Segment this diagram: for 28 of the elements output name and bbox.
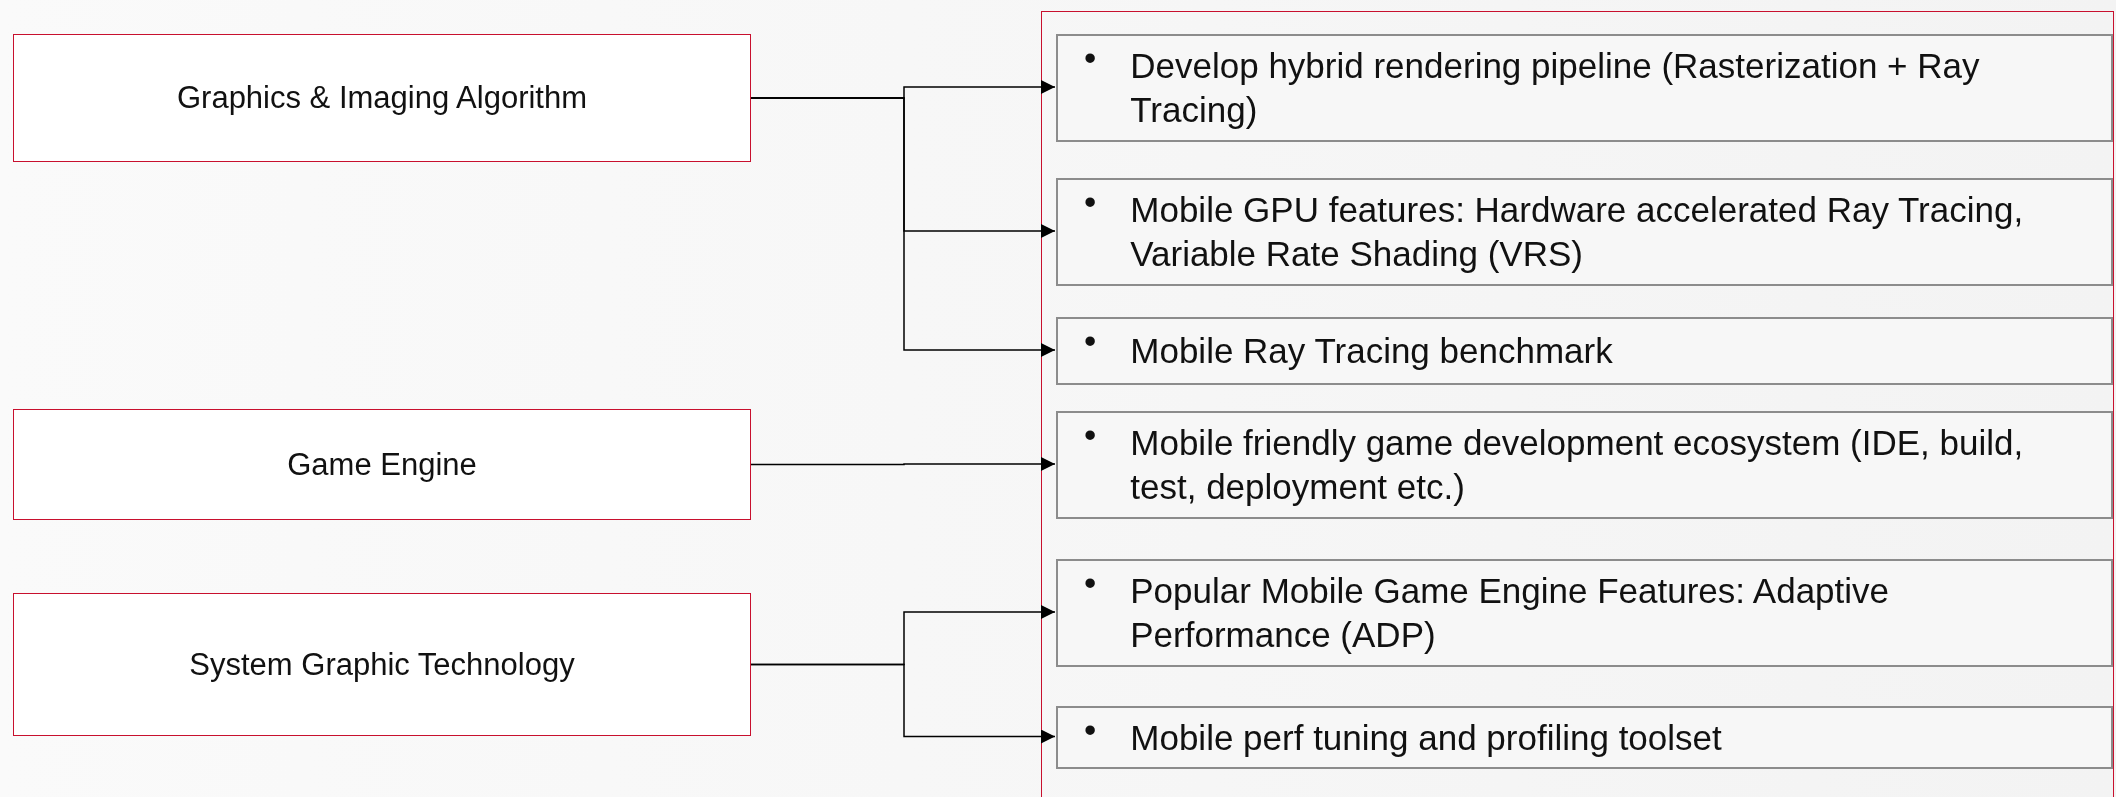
feature-text: Popular Mobile Game Engine Features: Adaptive Performance (ADP) <box>1130 570 1891 656</box>
bullet-mark: • <box>1084 414 1097 456</box>
connector-arrow <box>750 457 1056 471</box>
topic-box <box>13 34 751 162</box>
connector-arrow <box>750 97 1056 357</box>
topic-box <box>13 409 751 520</box>
feature-text: Mobile perf tuning and profiling toolset <box>1130 716 1722 759</box>
topic-box <box>13 593 751 736</box>
feature-text: Mobile Ray Tracing benchmark <box>1130 330 1613 372</box>
bullet-mark: • <box>1084 320 1097 362</box>
feature-box <box>1056 317 2113 385</box>
feature-text: Mobile friendly game development ecosystem (IDE, build, test, deployment etc.) <box>1130 422 2025 508</box>
bullet-mark: • <box>1084 181 1097 223</box>
feature-box <box>1056 34 2113 142</box>
topic-label: Graphics & Imaging Algorithm <box>176 80 588 116</box>
connector-arrow <box>750 663 1056 744</box>
feature-text: Develop hybrid rendering pipeline (Rasterization + Ray Tracing) <box>1130 45 1981 131</box>
bullet-mark: • <box>1084 37 1097 79</box>
bullet-mark: • <box>1084 562 1097 604</box>
feature-box <box>1056 178 2113 286</box>
feature-text: Mobile GPU features: Hardware accelerated Ray Tracing, Variable Rate Shading (VRS) <box>1130 189 2025 275</box>
group-panel <box>1041 11 2114 797</box>
topic-label: Game Engine <box>287 446 477 483</box>
feature-box <box>1056 559 2113 667</box>
bullet-mark: • <box>1084 709 1097 751</box>
feature-box <box>1056 706 2113 769</box>
topic-label: System Graphic Technology <box>189 646 575 683</box>
feature-box <box>1056 411 2113 519</box>
